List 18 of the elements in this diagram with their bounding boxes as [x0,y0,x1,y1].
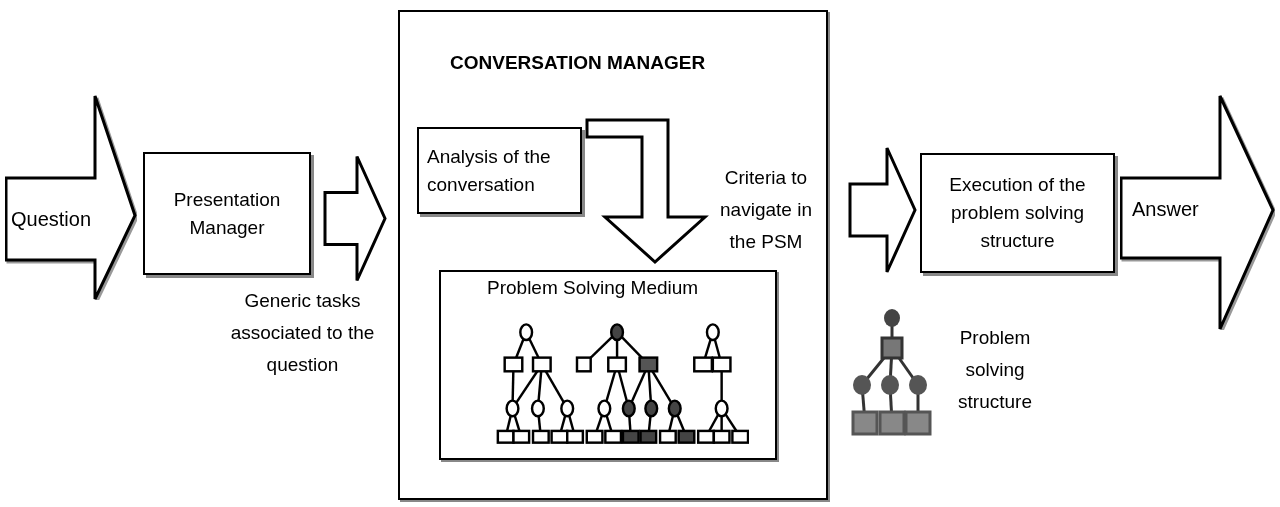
medium-panel [439,270,777,460]
arrow-label: Question [11,209,92,229]
box-label: Presentation Manager [172,187,282,240]
annotation-text: Criteria to navigate in the PSM [719,166,813,254]
box-label: Analysis of the conversation [427,144,552,197]
process-box [143,152,311,275]
process-box [417,127,582,214]
block-arrow [323,155,387,282]
block-arrow [585,118,709,264]
process-box [920,153,1115,273]
panel-title: Problem Solving Medium [487,276,699,300]
arrow-label: Answer [1132,199,1199,219]
block-arrow [848,146,917,274]
panel-title: CONVERSATION MANAGER [450,51,706,75]
annotation-text: Problem solving structure [957,326,1033,414]
side-note: Generic tasks associated to the question [229,289,376,377]
box-label: Execution of the problem solving structure [948,173,1087,253]
manager-panel [398,10,828,500]
